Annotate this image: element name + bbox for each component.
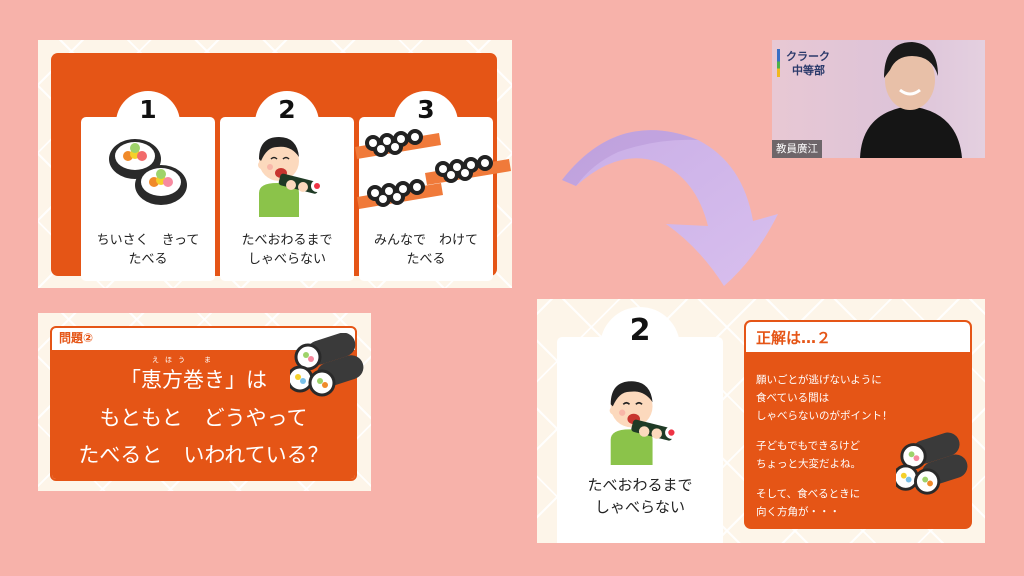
participant-name-tag: 教員廣江 [772,140,822,158]
ehomaki-rolls-icon [896,432,968,495]
question-line-3: たべると いわれている？ [78,443,329,467]
boy-eating-ehomaki-icon [609,381,678,465]
explanation-line: 願いごとが逃げないように [756,374,882,386]
answer-explanation-box: 正解は…２ 願いごとが逃げないように 食べている間は しゃべらないのがポイント！… [744,320,972,529]
explanation-line: 食べている間は [756,392,830,404]
boy-eating-ehomaki-icon [258,137,323,217]
org-logo-bar [777,49,780,77]
sushi-platters-icon [354,129,511,209]
explanation-line: 子どもでもできるけど [756,440,860,452]
answer-body: 願いごとが逃げないように 食べている間は しゃべらないのがポイント！ 子どもでも… [744,352,972,529]
org-name-line-2: 中等部 [792,64,825,77]
sliced-sushi-rolls-icon [109,139,187,205]
answer-header: 正解は…２ [744,320,972,356]
participant-video-tile[interactable]: クラーク 中等部 教員廣江 [772,40,985,158]
participant-video-feed [860,42,962,158]
ehomaki-rolls-icon [290,333,364,397]
question-frame: 問題② えほう ま 「恵方巻き」は もともと どうやって たべると いわれている… [50,326,357,481]
choice-caption: ちいさく きって たべる [96,233,200,267]
choice-card-1: 1 ちいさく きって たべる [81,91,215,281]
question-header: 問題② [59,331,94,345]
choice-number: 2 [278,95,296,124]
choice-caption: たべおわるまで しゃべらない [241,233,333,267]
explanation-line: しゃべらないのがポイント！ [756,410,893,422]
card-tab [116,91,180,141]
card-tab [255,91,319,141]
choice-number: 1 [139,95,157,124]
answer-number: 2 [629,313,651,348]
choice-caption: みんなで わけて たべる [373,233,478,267]
choices-panel: 1 ちいさく きって たべる 2 [51,53,511,281]
card-tab [600,307,680,367]
answer-choice-card: 2 たべおわるまで しゃべらない [557,307,723,543]
choice-card-3: 3 みんなで わけて [354,91,511,281]
slide-answer: 2 たべおわるまで しゃべらない 正解は…２ 願いごとが逃げないように 食べてい… [537,299,985,543]
org-name-line-1: クラーク [786,50,830,63]
choice-number: 3 [417,95,435,124]
furigana: えほう ま [152,356,217,364]
question-line-2: もともと どうやって [99,406,308,430]
explanation-line: 向く方角が・・・ [756,506,840,518]
question-line-1: 「恵方巻き」は [120,368,267,392]
choice-card-2: 2 たべおわるまで しゃべらない [220,91,354,281]
slide-question: 問題② えほう ま 「恵方巻き」は もともと どうやって たべると いわれている… [38,313,371,491]
slide-choices: 1 ちいさく きって たべる 2 [38,40,512,288]
answer-caption: たべおわるまで しゃべらない [587,476,693,516]
curved-arrow-down-icon [562,130,778,286]
explanation-line: ちょっと大変だよね。 [756,458,861,470]
explanation-line: そして、食べるときに [756,488,861,500]
